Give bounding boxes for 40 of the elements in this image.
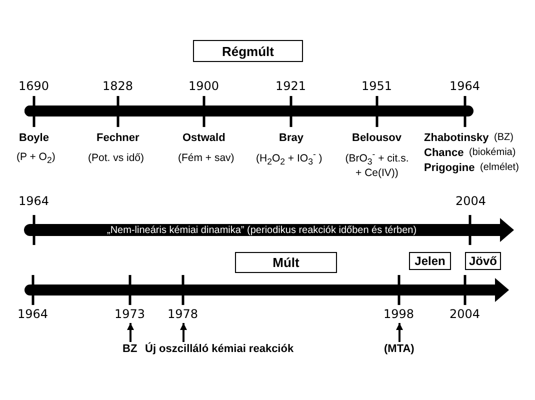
scientist-name: Zhabotinsky xyxy=(424,132,489,144)
reaction-note: (Pot. vs idő) xyxy=(88,152,144,164)
field-note: (biokémia) xyxy=(469,147,516,158)
period-box: Jelen xyxy=(409,252,451,270)
arrow xyxy=(127,323,134,342)
year-label: 1964 xyxy=(450,80,480,94)
event-label: BZ xyxy=(122,342,138,356)
field-note: (BZ) xyxy=(494,132,514,144)
year-label: 1921 xyxy=(276,80,306,94)
reaction-note: (H$_{2}$O$_{2}$ + IO$_{3}$$^{-}$ ) xyxy=(256,149,322,167)
event-label: Új oszcilláló kémiai reakciók xyxy=(145,342,294,356)
reaction-note: (BrO$_{3}$$^{-}$ + cit.s. + Ce(IV)) xyxy=(344,149,410,179)
year-label: 1690 xyxy=(18,80,50,94)
year-label: 1973 xyxy=(114,308,146,322)
period-box: Régmúlt xyxy=(193,40,303,62)
year-label: 1964 xyxy=(18,195,50,209)
period-box: Múlt xyxy=(235,252,337,273)
year-label: 2004 xyxy=(456,195,486,209)
reaction-note: (Fém + sav) xyxy=(178,152,234,164)
year-label: 1978 xyxy=(168,308,198,322)
year-label: 1998 xyxy=(384,308,414,322)
field-note: (elmélet) xyxy=(480,162,519,174)
scientist-name: Boyle xyxy=(19,132,49,144)
year-label: 1964 xyxy=(18,308,48,322)
year-label: 1900 xyxy=(188,80,220,94)
scientist-name: Prigogine xyxy=(424,162,475,174)
arrow xyxy=(180,323,187,342)
year-label: 1828 xyxy=(102,80,134,94)
scientist-name: Belousov xyxy=(352,132,402,144)
scientist-name: Chance xyxy=(424,146,464,160)
reaction-note: (P + O$_{2}$) xyxy=(16,151,56,166)
scientist-name: Bray xyxy=(279,132,304,144)
event-label: (MTA) xyxy=(384,342,414,356)
year-label: 1951 xyxy=(362,80,392,94)
scientist-name: Ostwald xyxy=(182,132,226,144)
arrow xyxy=(396,323,403,342)
period-description: „Nem-lineáris kémiai dinamika” (periodikus reakciók időben és térben) xyxy=(107,224,417,236)
year-label: 2004 xyxy=(450,308,480,322)
period-box: Jövő xyxy=(465,252,501,270)
scientist-name: Fechner xyxy=(96,132,140,144)
